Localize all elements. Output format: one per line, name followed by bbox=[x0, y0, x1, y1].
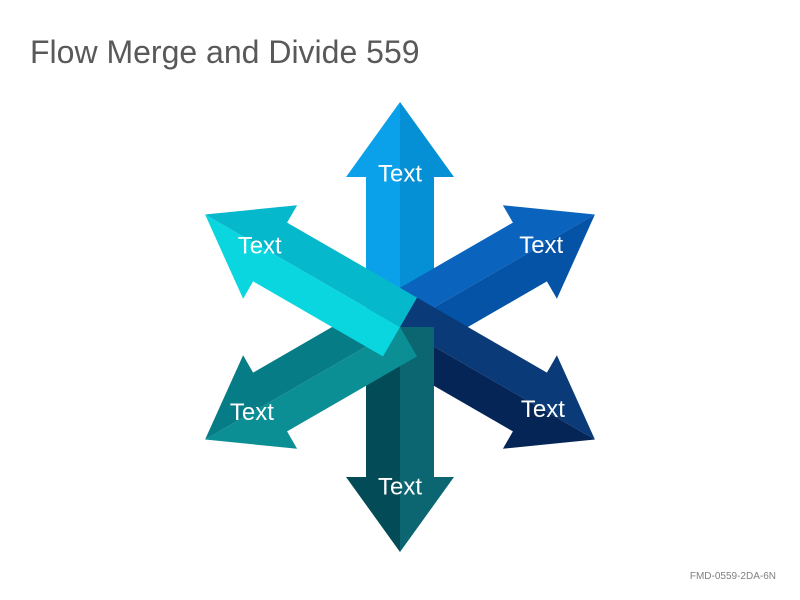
arrow-upper-left-dark-half bbox=[205, 205, 417, 327]
arrow-lower-left-light-half bbox=[205, 327, 417, 449]
arrow-lower-right-label: Text bbox=[521, 396, 565, 423]
slide-code: FMD-0559-2DA-6N bbox=[689, 571, 776, 582]
arrow-down-light-half bbox=[400, 327, 454, 552]
arrow-lower-right-dark-half bbox=[383, 327, 595, 449]
arrow-down-label: Text bbox=[378, 474, 422, 501]
arrow-upper-right-light-half bbox=[383, 205, 595, 327]
arrow-upper-left-light-half bbox=[205, 214, 400, 357]
arrow-up bbox=[346, 102, 454, 327]
arrow-lower-right bbox=[383, 297, 595, 449]
arrow-up-light-half bbox=[346, 102, 400, 327]
arrows-layer bbox=[205, 102, 595, 552]
arrow-down-dark-half bbox=[346, 327, 400, 552]
arrow-lower-left-label: Text bbox=[230, 399, 274, 426]
arrow-upper-right-label: Text bbox=[519, 232, 563, 259]
arrow-down bbox=[346, 327, 454, 552]
arrow-upper-left-label: Text bbox=[238, 233, 282, 260]
slide-title: Flow Merge and Divide 559 bbox=[30, 34, 420, 70]
arrow-upper-left bbox=[205, 205, 417, 357]
arrow-lower-right-light-half bbox=[400, 297, 595, 440]
arrow-up-dark-half bbox=[400, 102, 454, 327]
arrow-up-label: Text bbox=[378, 161, 422, 188]
